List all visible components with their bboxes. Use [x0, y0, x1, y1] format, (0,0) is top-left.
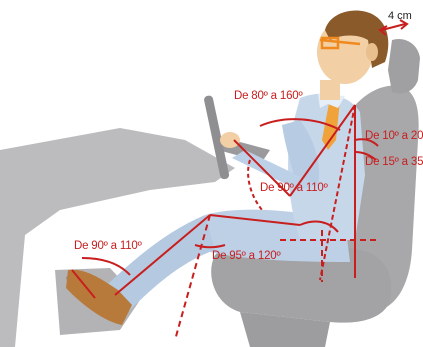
- ear: [366, 43, 378, 61]
- elbow-angle-label: De 80º a 160º: [234, 90, 302, 102]
- hip-angle-label: De 90º a 110º: [260, 182, 328, 194]
- ankle-angle-label: De 90º a 110º: [74, 240, 142, 252]
- backrest-angle-label-2: De 15º a 35º: [365, 156, 423, 168]
- backrest-angle-label-1: De 10º a 20º: [365, 130, 423, 142]
- headrest-gap-label: 4 cm: [388, 10, 412, 22]
- hand: [220, 132, 240, 148]
- neck: [320, 80, 340, 100]
- seat-headrest: [388, 39, 420, 94]
- knee-angle-label: De 95º a 120º: [212, 250, 280, 262]
